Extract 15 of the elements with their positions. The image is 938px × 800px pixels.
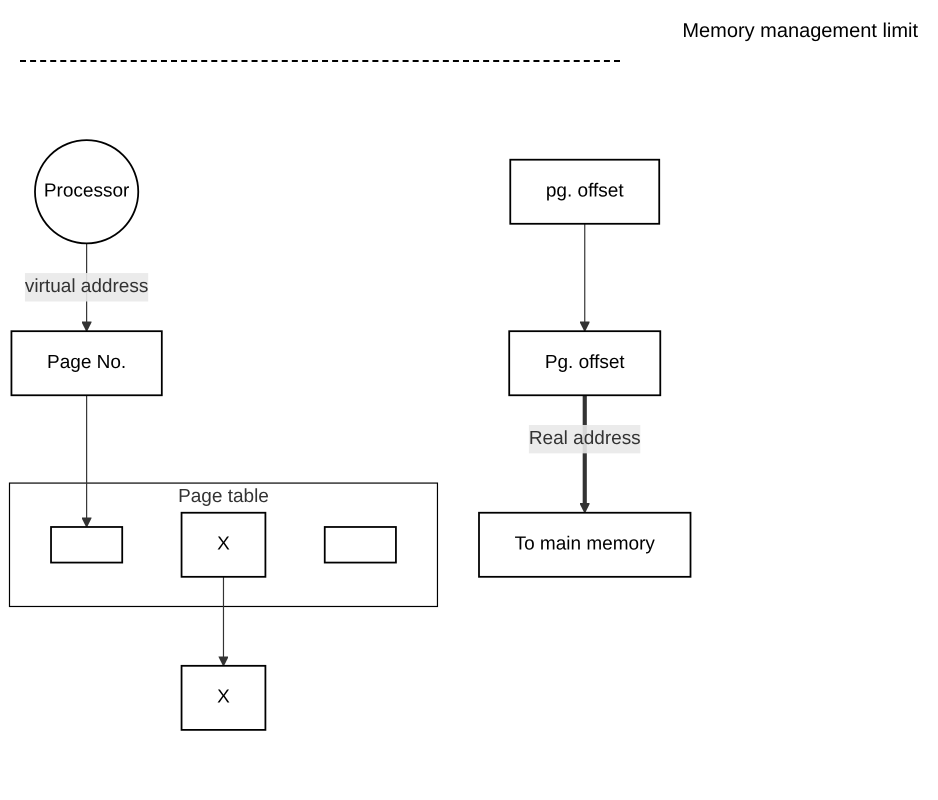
arrow — [580, 224, 590, 332]
node-box — [324, 526, 397, 564]
note-text: Memory management limit — [682, 20, 918, 43]
node-box — [50, 526, 124, 564]
node-box: X — [180, 512, 266, 578]
arrow — [81, 395, 92, 528]
node-box: pg. offset — [509, 158, 660, 225]
node-box: X — [180, 664, 266, 731]
arrow — [218, 576, 229, 666]
edge-label: virtual address — [24, 276, 148, 297]
node-box: To main memory — [478, 512, 692, 578]
node-box: Pg. offset — [508, 330, 662, 396]
node-box: Page No. — [10, 330, 163, 396]
edge-label: Real address — [528, 428, 641, 449]
node-circle: Processor — [34, 139, 140, 244]
